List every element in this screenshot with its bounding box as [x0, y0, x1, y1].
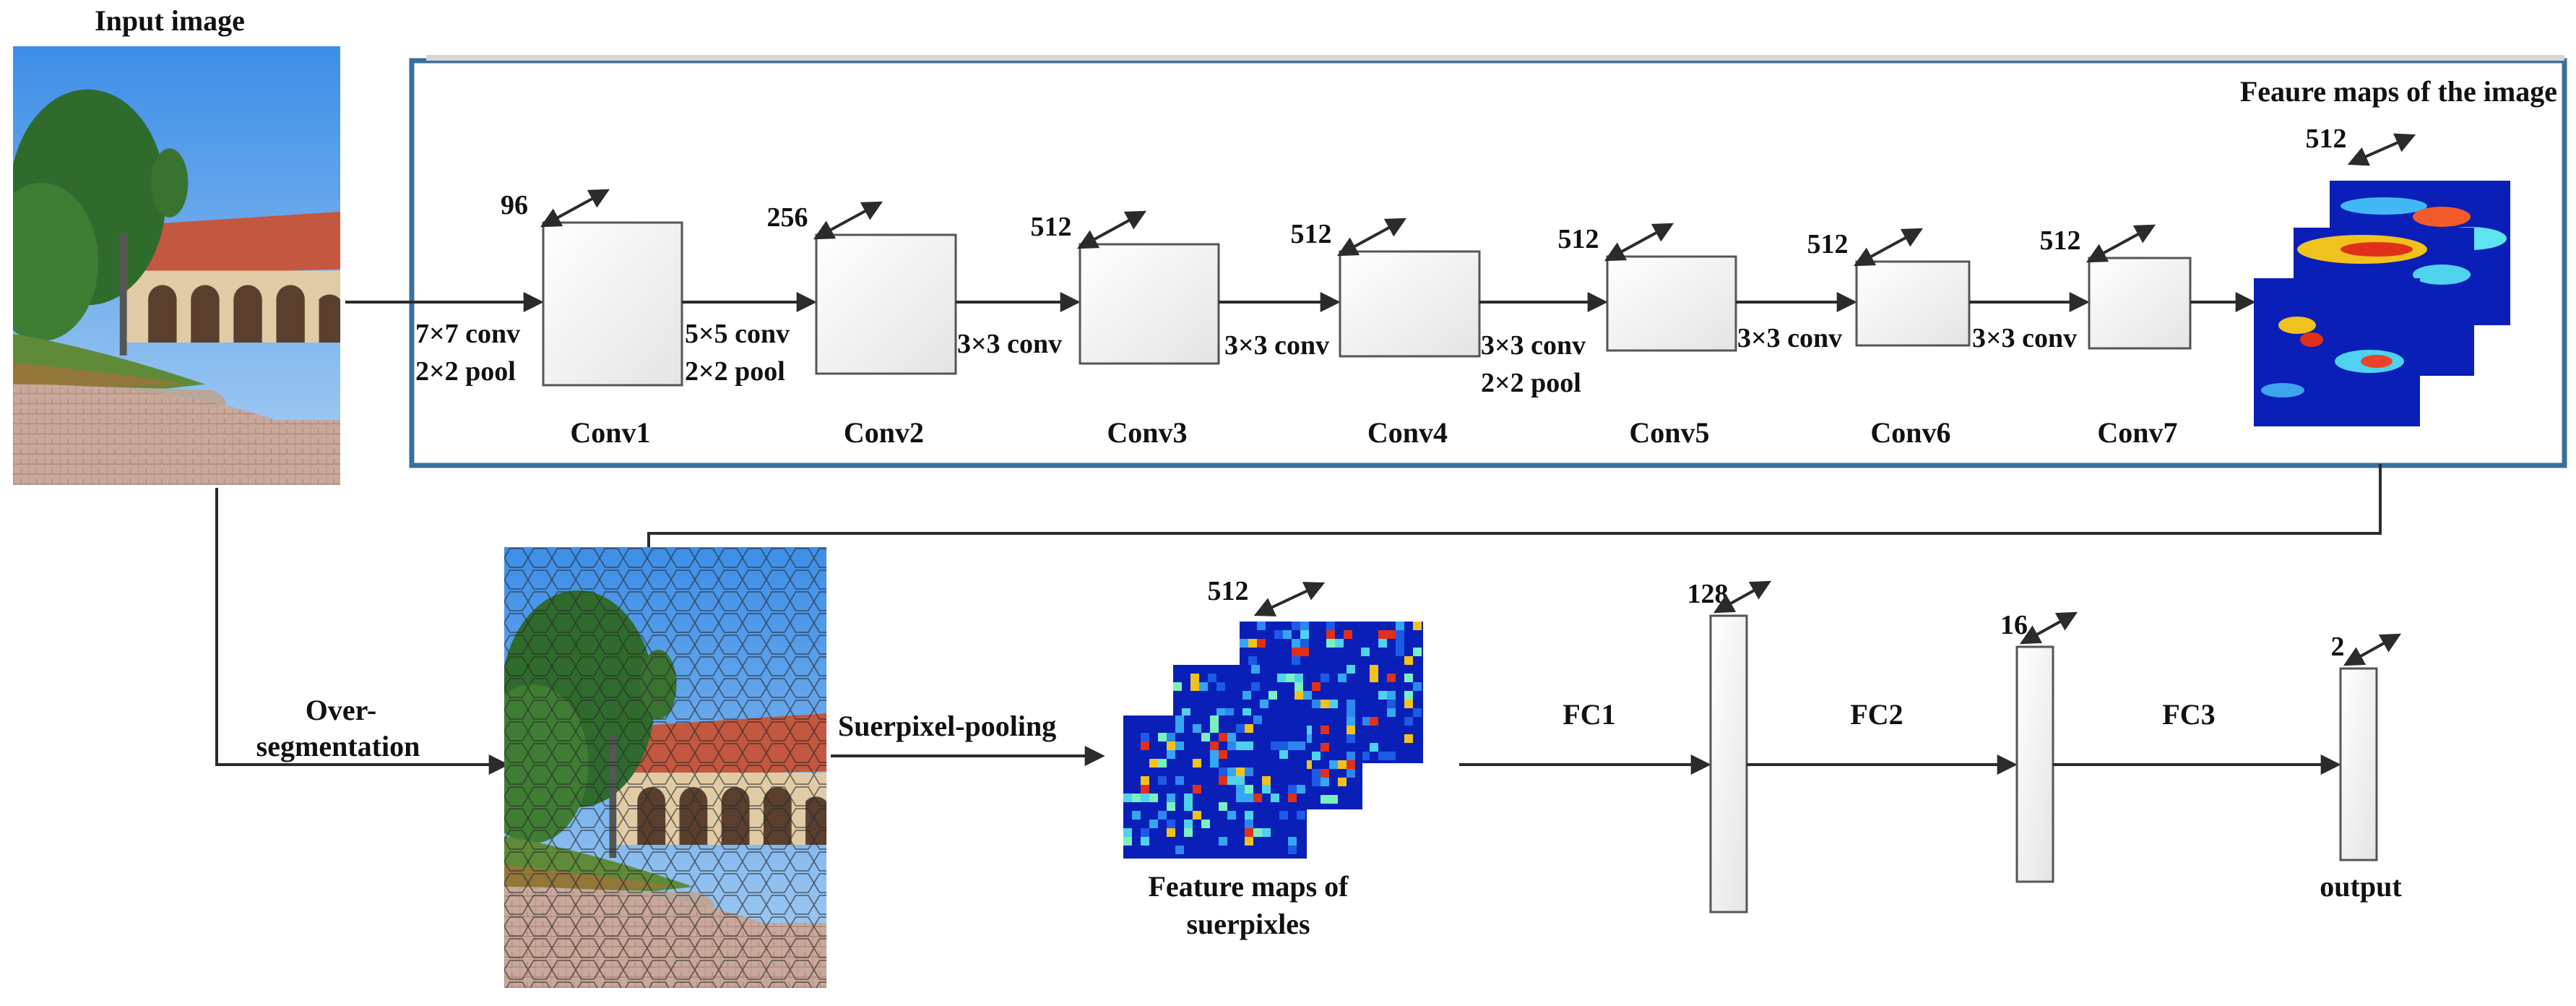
conv2-op-1: 5×5 conv: [685, 319, 790, 349]
fc-block-2-depth: 16: [2000, 610, 2028, 640]
conv2-depth: 256: [767, 202, 808, 233]
conv6-label: Conv6: [1870, 416, 1950, 449]
conv2-depth-arrow: [813, 201, 883, 240]
superpixel-maps-label-line1: Feature maps of: [1149, 870, 1349, 903]
conv5-op-1: 3×3 conv: [1481, 330, 1586, 361]
output-label: output: [2320, 870, 2402, 903]
conv1-block: [542, 221, 683, 387]
conv1-op-2: 2×2 pool: [415, 356, 516, 387]
conv7-depth-arrow: [2086, 224, 2156, 263]
conv4-op-1: 3×3 conv: [1224, 330, 1329, 361]
fc1-label: FC1: [1563, 698, 1615, 731]
conv1-label: Conv1: [570, 416, 650, 449]
overseg-label-line2: segmentation: [256, 730, 420, 762]
superpixel-photo: [504, 547, 827, 988]
conv2-label: Conv2: [844, 416, 924, 449]
superpixel-maps-label-line2: suerpixles: [1186, 908, 1310, 940]
pooling-label: Suerpixel-pooling: [838, 710, 1056, 742]
conv3-block: [1079, 243, 1220, 365]
superpixel-heatmap-front: [1123, 715, 1307, 859]
conv5-depth: 512: [1558, 224, 1599, 254]
conv4-label: Conv4: [1367, 416, 1448, 449]
fc-block-3-depth-arrow: [2343, 633, 2402, 666]
fc-block-1-depth: 128: [1687, 579, 1729, 609]
conv3-label: Conv3: [1107, 416, 1187, 449]
conv1-depth: 96: [501, 190, 528, 220]
conv3-depth-arrow: [1076, 210, 1147, 249]
conv7-depth: 512: [2040, 225, 2081, 256]
fc2-label: FC2: [1850, 698, 1903, 731]
superpixel-maps-depth: 512: [1208, 576, 1249, 606]
conv1-op-1: 7×7 conv: [415, 319, 520, 349]
fc-block-1-depth-arrow: [1713, 580, 1772, 614]
conv7-block: [2088, 257, 2192, 350]
superpixel-maps-depth-arrow: [1253, 582, 1326, 616]
conv5-block: [1606, 255, 1737, 352]
feature-maps-image-label: Feaure maps of the image: [2240, 75, 2557, 108]
conv6-depth: 512: [1807, 229, 1849, 259]
conv4-depth-arrow: [1336, 218, 1407, 257]
fc-block-2-depth-arrow: [2019, 611, 2078, 645]
feature-maps-image-depth-arrow: [2347, 133, 2416, 166]
conv6-block: [1855, 260, 1971, 347]
input-photo: [13, 46, 341, 485]
feature-maps-image-depth: 512: [2306, 124, 2347, 154]
fc-block-3-depth: 2: [2331, 632, 2345, 662]
fc3-label: FC3: [2162, 698, 2215, 731]
superpixel-heatmap-stack: [1123, 622, 1423, 859]
conv2-op-2: 2×2 pool: [685, 356, 785, 387]
conv2-block: [815, 233, 957, 375]
conv7-op-1: 3×3 conv: [1972, 323, 2077, 353]
conv5-op-2: 2×2 pool: [1481, 368, 1581, 398]
conv3-op-1: 3×3 conv: [957, 329, 1062, 359]
image-heatmap-stack: [2254, 181, 2510, 426]
conv4-depth: 512: [1291, 219, 1332, 249]
conv3-depth: 512: [1031, 212, 1072, 242]
conv6-op-1: 3×3 conv: [1737, 323, 1842, 353]
conv-network-frame: [409, 58, 2567, 468]
conv5-label: Conv5: [1629, 416, 1709, 449]
conv4-block: [1339, 250, 1481, 358]
overseg-label-line1: Over-: [306, 694, 376, 726]
conv6-depth-arrow: [1853, 228, 1924, 267]
feature-return-wire: [647, 464, 2382, 548]
input-image-label: Input image: [95, 4, 245, 37]
input-to-overseg-wire: [215, 488, 509, 775]
conv7-label: Conv7: [2097, 416, 2177, 449]
fc-block-2: [2015, 645, 2054, 883]
conv-network-frame-shadow: [426, 55, 2564, 61]
image-heatmap-front: [2254, 278, 2420, 426]
conv1-depth-arrow: [540, 189, 610, 228]
conv5-depth-arrow: [1604, 223, 1674, 262]
fc-block-1: [1709, 614, 1748, 913]
fc-block-3: [2339, 667, 2378, 861]
